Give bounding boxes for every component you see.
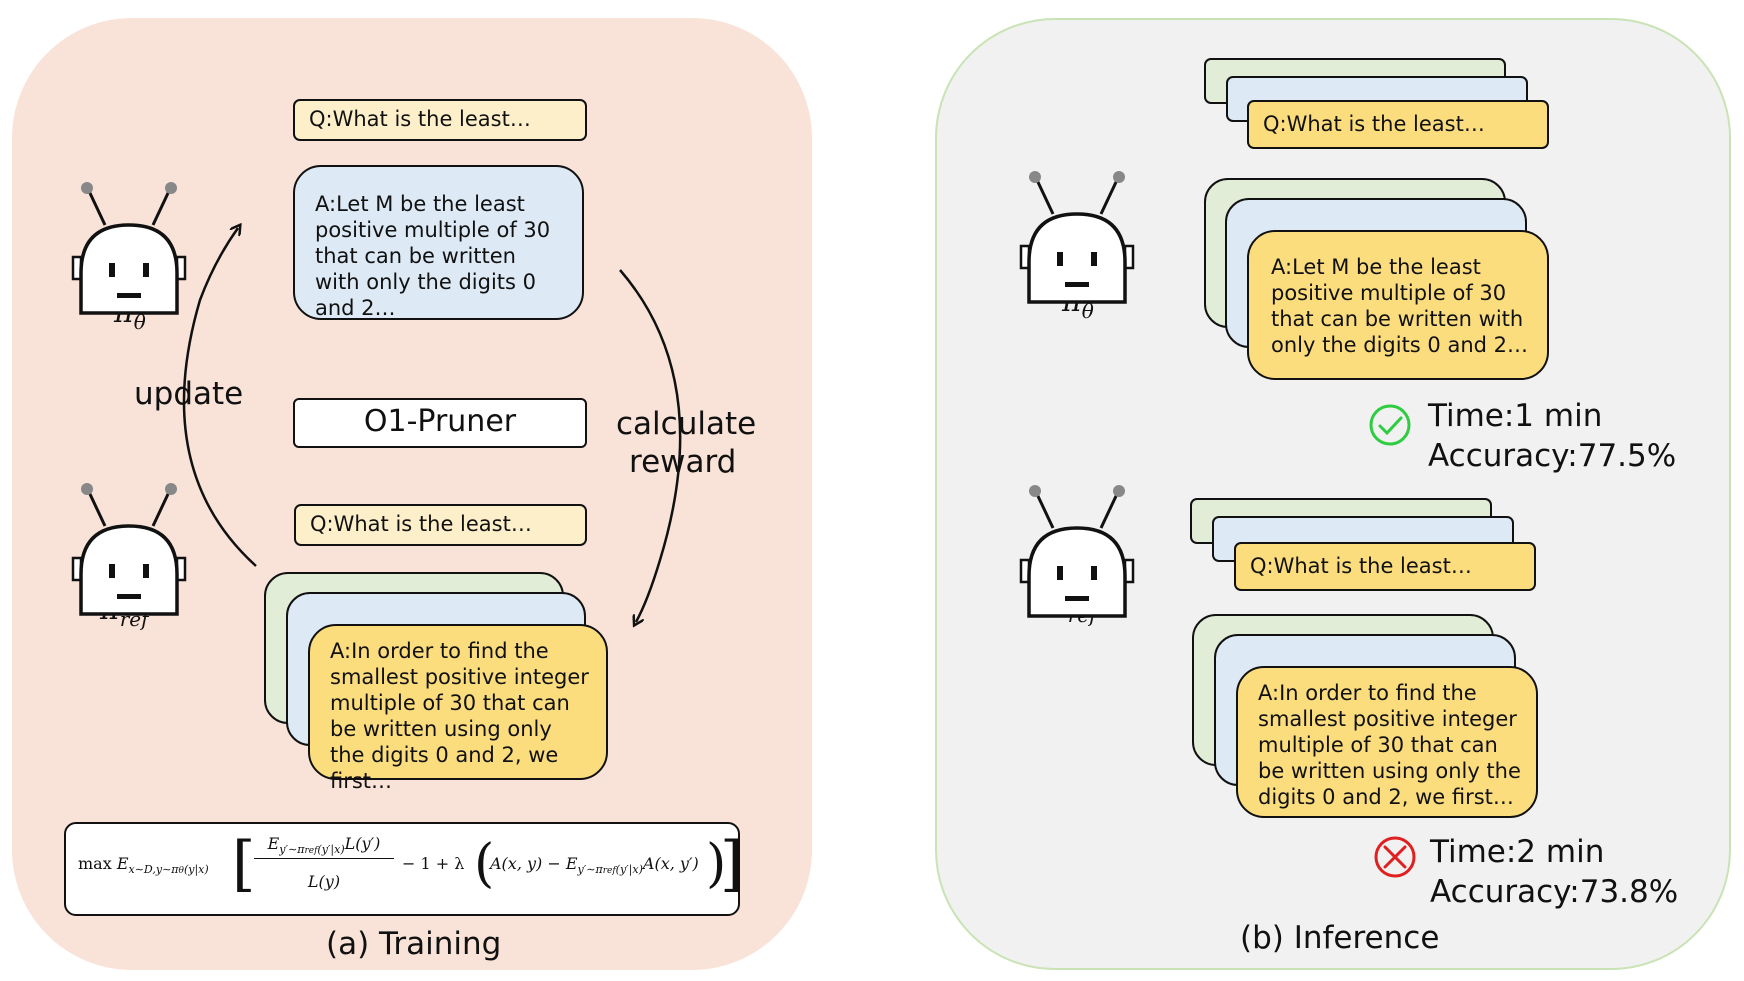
robot-icon [71,180,187,315]
reward-label-line2: reward [629,444,737,480]
reward-arrow [619,269,682,622]
training-question-bottom: Q:What is the least… [294,504,587,546]
result-bad-time: Time:2 min [1430,834,1605,870]
inference-question-top: Q:What is the least… [1247,100,1549,149]
training-caption: (a) Training [326,926,502,962]
result-good-time: Time:1 min [1428,398,1603,434]
update-arrow [182,228,257,567]
reward-label-line1: calculate [616,406,757,442]
result-good-accuracy: Accuracy:77.5% [1428,438,1677,474]
objective-formula: max Ex∼D,y∼πθ(y|x) [ Ey′∼πref(y′|x)L(y′)… [64,822,743,916]
update-label: update [134,376,244,412]
check-circle-icon [1369,404,1411,446]
result-bad-accuracy: Accuracy:73.8% [1430,874,1679,910]
robot-icon [1019,483,1135,618]
robot-icon [71,481,187,616]
inference-answer-long: A:In order to find the smallest positive… [1236,666,1538,818]
training-answer-short: A:Let M be the least positive multiple o… [293,165,584,320]
cross-circle-icon [1374,836,1416,878]
training-question-top: Q:What is the least… [293,99,587,141]
inference-caption: (b) Inference [1240,920,1440,956]
inference-answer-short: A:Let M be the least positive multiple o… [1247,230,1549,380]
method-box: O1-Pruner [293,398,587,448]
training-answer-long: A:In order to find the smallest positive… [308,624,608,793]
robot-icon [1019,169,1135,304]
inference-question-bottom: Q:What is the least… [1234,542,1536,591]
method-label: O1-Pruner [363,404,517,439]
